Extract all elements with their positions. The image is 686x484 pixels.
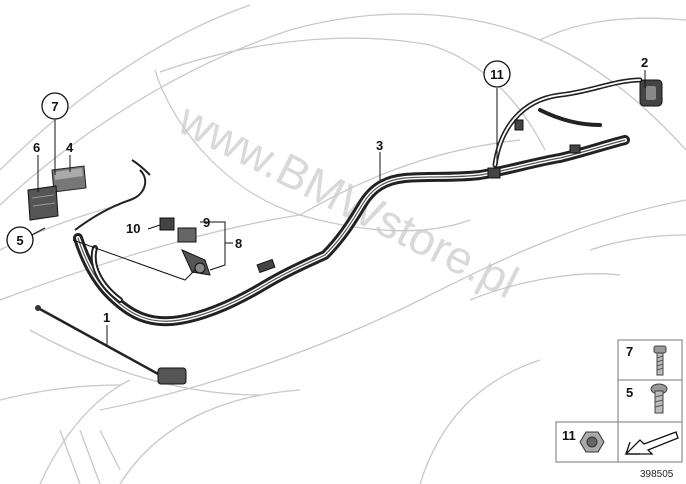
control-unit: [51, 165, 87, 193]
callout-labels: 1 2 3 4 6 8 9 10: [33, 55, 648, 325]
battery-cable-main: [73, 77, 643, 327]
callout-8: 8: [235, 236, 242, 251]
circled-callout-5: 5: [6, 226, 34, 254]
nut-icon: [579, 431, 605, 453]
bolt-icon: [653, 345, 667, 376]
connector-cluster: [159, 217, 211, 276]
callout-6: 6: [33, 140, 40, 155]
battery-terminal: [639, 79, 663, 107]
callout-9: 9: [203, 215, 210, 230]
leader-lines: [25, 70, 646, 345]
svg-text:5: 5: [16, 233, 23, 248]
callout-4: 4: [66, 140, 74, 155]
mounting-bracket: [27, 185, 59, 221]
watermark: www.BMWstore.pl: [170, 92, 527, 308]
circled-callout-7: 7: [41, 92, 69, 120]
car-body-outline: [0, 4, 686, 484]
callout-1: 1: [103, 310, 110, 325]
cable-clips: [256, 119, 581, 274]
screw-icon: [650, 383, 668, 414]
direction-arrow-icon: [624, 431, 679, 455]
circled-callout-11: 11: [483, 60, 511, 88]
legend-label-5: 5: [626, 385, 633, 400]
callout-10: 10: [126, 221, 140, 236]
svg-text:7: 7: [51, 99, 58, 114]
callout-3: 3: [376, 138, 383, 153]
sensor-wire: [74, 159, 151, 231]
legend-label-7: 7: [626, 344, 633, 359]
svg-text:11: 11: [490, 67, 504, 82]
callout-2: 2: [641, 55, 648, 70]
document-number: 398505: [640, 469, 674, 480]
fastener-legend: 7 5 11: [555, 339, 683, 463]
ground-cable: [35, 305, 187, 385]
legend-label-11: 11: [562, 428, 576, 443]
